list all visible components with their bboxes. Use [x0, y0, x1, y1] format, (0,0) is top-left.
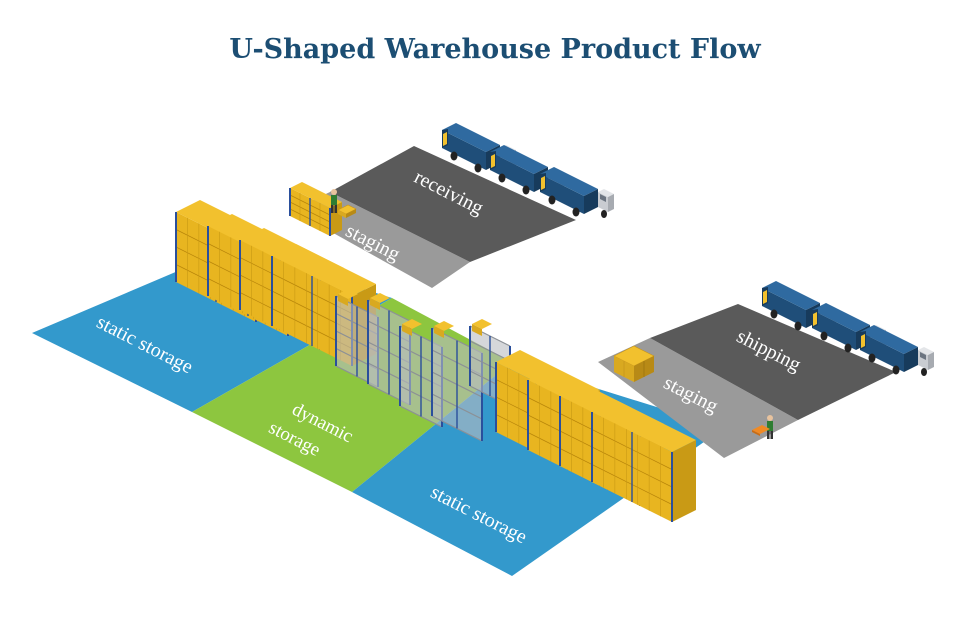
zone-receiving [330, 146, 576, 262]
pallet-stack-icon [613, 345, 655, 382]
page-title: U-Shaped Warehouse Product Flow [229, 34, 761, 65]
delivery-truck-icon [860, 325, 934, 376]
worker-icon [331, 189, 337, 213]
zone-shipping [650, 304, 896, 420]
pallet-rack-icon [591, 400, 696, 522]
pallet-jack-icon [337, 204, 357, 218]
pallet-jack-icon [752, 425, 770, 436]
trucks-layer [442, 123, 934, 376]
delivery-truck-icon [540, 167, 614, 218]
racks-layer [175, 182, 696, 522]
worker-icon [767, 415, 773, 439]
